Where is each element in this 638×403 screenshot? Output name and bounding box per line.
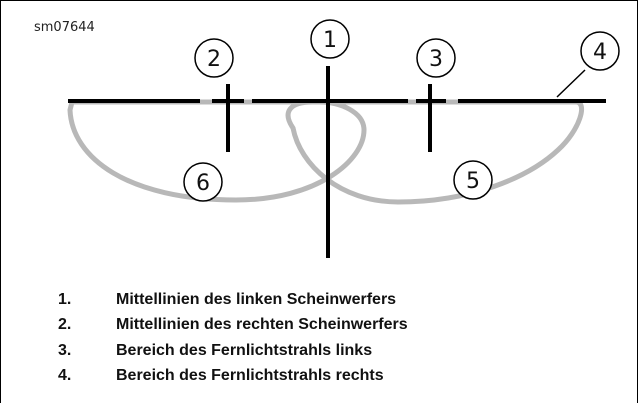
callout-4-leader bbox=[556, 69, 586, 98]
legend-item-number: 1. bbox=[58, 290, 72, 308]
legend-item-text: Bereich des Fernlichtstrahls rechts bbox=[116, 367, 384, 385]
callout-1-label: 1 bbox=[323, 28, 337, 53]
legend-item: 3. Bereich des Fernlichtstrahls links bbox=[58, 338, 408, 364]
callout-6: 6 bbox=[183, 162, 223, 202]
callout-5: 5 bbox=[453, 160, 493, 200]
legend-item-number: 2. bbox=[58, 316, 72, 334]
callout-2: 2 bbox=[194, 38, 234, 78]
callout-4-label: 4 bbox=[593, 40, 607, 65]
callout-6-label: 6 bbox=[196, 171, 210, 196]
legend-item: 4. Bereich des Fernlichtstrahls rechts bbox=[58, 364, 408, 390]
legend-item-text: Mittellinien des rechten Scheinwerfers bbox=[116, 316, 408, 334]
legend-item-number: 4. bbox=[58, 367, 72, 385]
callout-3: 3 bbox=[416, 38, 456, 78]
callout-5-label: 5 bbox=[466, 169, 480, 194]
legend-item-number: 3. bbox=[58, 341, 72, 359]
legend-item: 1. Mittellinien des linken Scheinwerfers bbox=[58, 287, 408, 313]
legend-item-text: Mittellinien des linken Scheinwerfers bbox=[116, 290, 397, 308]
beam-outline-left bbox=[67, 99, 367, 203]
callout-1: 1 bbox=[310, 19, 350, 59]
figure-id: sm07644 bbox=[34, 20, 95, 35]
callout-3-label: 3 bbox=[429, 47, 443, 72]
legend-item-text: Bereich des Fernlichtstrahls links bbox=[116, 341, 373, 359]
callout-4: 4 bbox=[580, 31, 620, 71]
legend-list: 1. Mittellinien des linken Scheinwerfers… bbox=[58, 287, 408, 389]
beam-outline-right bbox=[285, 99, 585, 205]
legend-item: 2. Mittellinien des rechten Scheinwerfer… bbox=[58, 313, 408, 339]
callout-2-label: 2 bbox=[207, 47, 221, 72]
